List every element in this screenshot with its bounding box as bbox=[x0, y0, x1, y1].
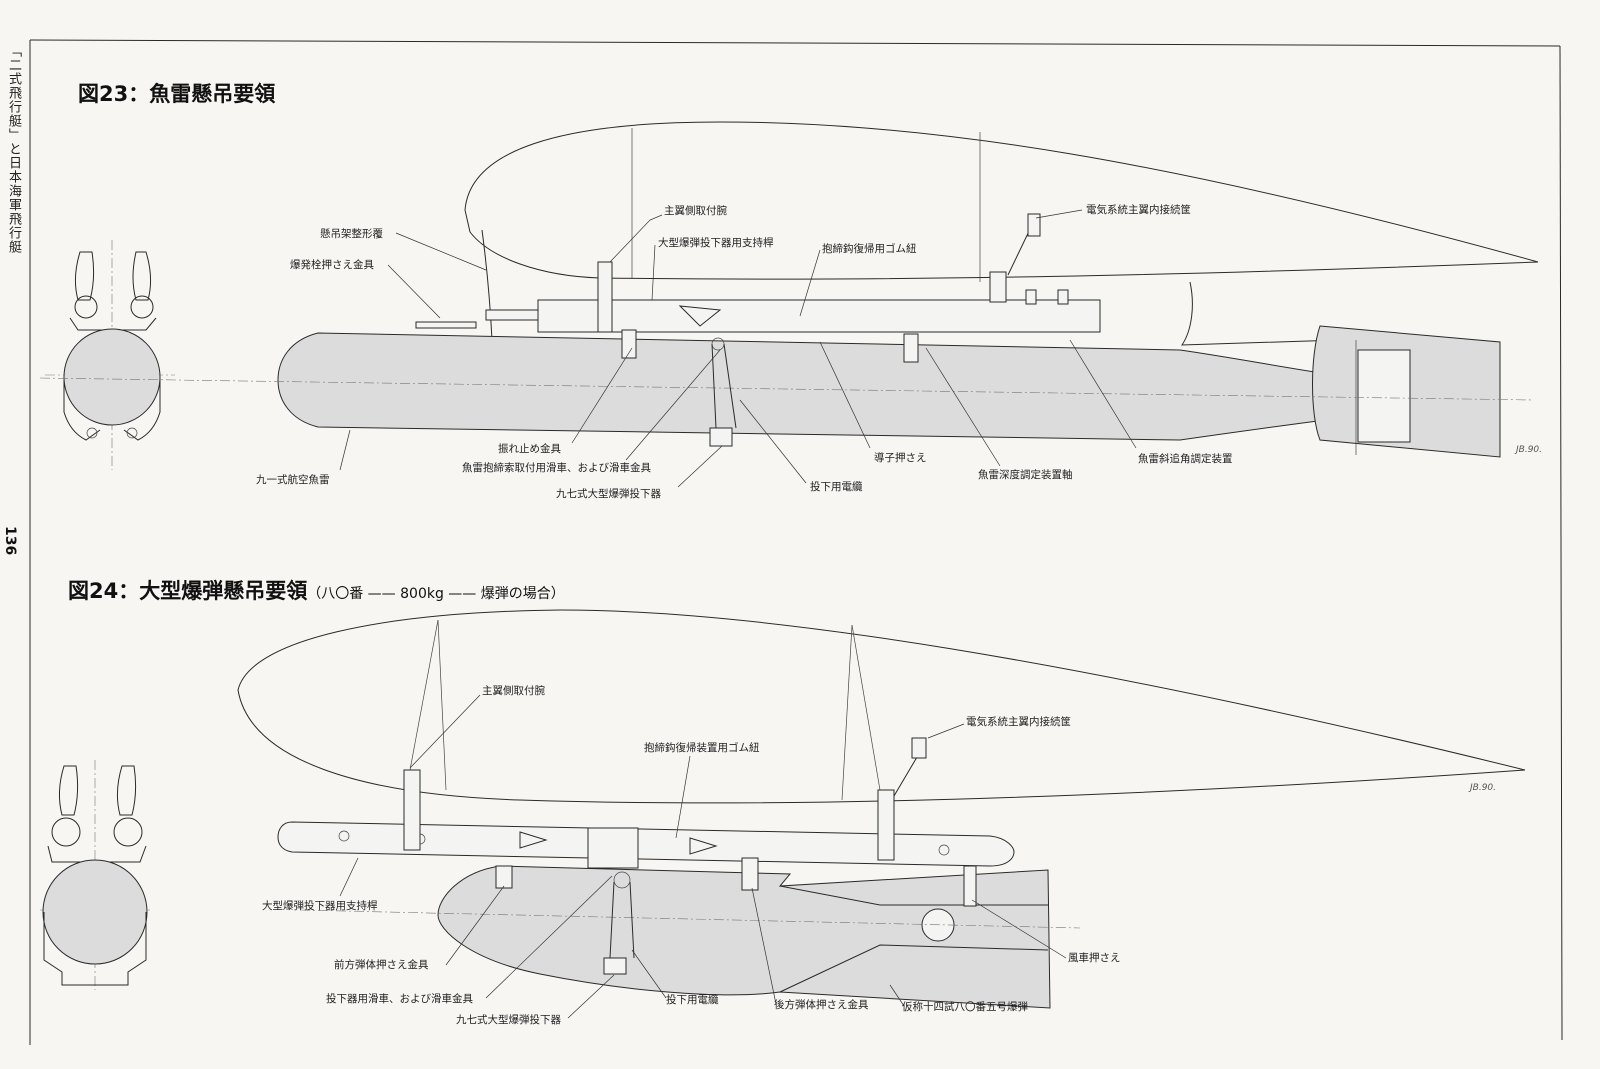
fig23-signature: JB.90. bbox=[1514, 445, 1542, 455]
fig24-label-bomb-name: 仮称十四試八〇番五号爆弾 bbox=[902, 1000, 1028, 1013]
fig24-signature: JB.90. bbox=[1468, 783, 1496, 793]
fig23-torpedo bbox=[277, 332, 1391, 441]
fig23-label-wing-fitting: 主翼側取付腕 bbox=[664, 204, 727, 217]
fig23-wing-profile bbox=[464, 121, 1539, 280]
fig24-drawing: 主翼側取付腕 電気系統主翼内接続筐 抱締鈎復帰装置用ゴム紐 大型爆弾投下器用支持… bbox=[40, 609, 1526, 1026]
fig23-label-conductor-clamp: 導子押さえ bbox=[874, 451, 927, 464]
fig24-front-view bbox=[40, 760, 150, 990]
fig24-label-front-clamp: 前方弾体押さえ金具 bbox=[334, 958, 429, 971]
fig24-label-release-wire: 投下用電纜 bbox=[666, 993, 719, 1006]
fig24-label-release-unit: 九七式大型爆弾投下器 bbox=[456, 1013, 561, 1026]
fig23-label-fairing: 懸吊架整形覆 bbox=[320, 227, 383, 240]
fig24-title-text: 図24：大型爆弾懸吊要領 bbox=[68, 579, 308, 603]
fig23-label-depth-shaft: 魚雷深度調定装置軸 bbox=[978, 468, 1073, 481]
fig23-label-detonator-clamp: 爆発栓押さえ金具 bbox=[290, 258, 374, 271]
side-header: 「二式飛行艇」と日本海軍飛行艇 bbox=[6, 44, 21, 254]
page-number: 136 bbox=[2, 526, 18, 556]
fig23-label-hook-rubber: 抱締鈎復帰用ゴム紐 bbox=[822, 242, 917, 255]
fig24-label-electric-connector: 電気系統主翼内接続筐 bbox=[966, 715, 1071, 728]
fig23-title-text: 図23：魚雷懸吊要領 bbox=[78, 82, 276, 106]
fig23-label-sway-brace: 振れ止め金具 bbox=[498, 442, 561, 455]
fig23-title: 図23：魚雷懸吊要領 bbox=[78, 78, 275, 108]
fig24-bomb bbox=[437, 865, 1051, 1009]
fig24-subtitle: （八〇番 —— 800kg —— 爆弾の場合） bbox=[307, 586, 565, 602]
fig23-label-electric-connector: 電気系統主翼内接続筐 bbox=[1086, 203, 1191, 216]
fig23-drawing: 主翼側取付腕 大型爆弾投下器用支持桿 懸吊架整形覆 爆発栓押さえ金具 抱締鈎復帰… bbox=[39, 121, 1542, 500]
fig24-title: 図24：大型爆弾懸吊要領（八〇番 —— 800kg —— 爆弾の場合） bbox=[68, 575, 565, 605]
fig23-suspension-beam bbox=[537, 299, 1101, 333]
fig23-label-release-wire: 投下用電纜 bbox=[810, 480, 863, 493]
frame-right-line bbox=[1559, 45, 1563, 1041]
fig23-front-view bbox=[45, 240, 175, 470]
fig24-label-strut: 大型爆弾投下器用支持桿 bbox=[262, 899, 378, 912]
fig24-label-pulley: 投下器用滑車、および滑車金具 bbox=[326, 992, 473, 1005]
fig24-support-tube bbox=[277, 821, 1015, 867]
fig23-label-release-strut: 大型爆弾投下器用支持桿 bbox=[658, 236, 774, 249]
fig23-label-release-unit: 九七式大型爆弾投下器 bbox=[556, 487, 661, 500]
fig24-label-hook-rubber: 抱締鈎復帰装置用ゴム紐 bbox=[644, 741, 760, 754]
fig23-label-pulley: 魚雷抱締索取付用滑車、および滑車金具 bbox=[462, 461, 651, 474]
fig24-label-windmill-clamp: 風車押さえ bbox=[1068, 951, 1121, 964]
fig24-label-rear-clamp: 後方弾体押さえ金具 bbox=[774, 998, 869, 1011]
fig23-label-angle-device: 魚雷斜追角調定装置 bbox=[1138, 452, 1233, 465]
fig24-wing-profile bbox=[237, 609, 1526, 804]
fig24-label-wing-fitting: 主翼側取付腕 bbox=[482, 684, 545, 697]
fig23-label-torpedo-name: 九一式航空魚雷 bbox=[256, 473, 330, 486]
frame-top-line bbox=[29, 39, 1561, 47]
